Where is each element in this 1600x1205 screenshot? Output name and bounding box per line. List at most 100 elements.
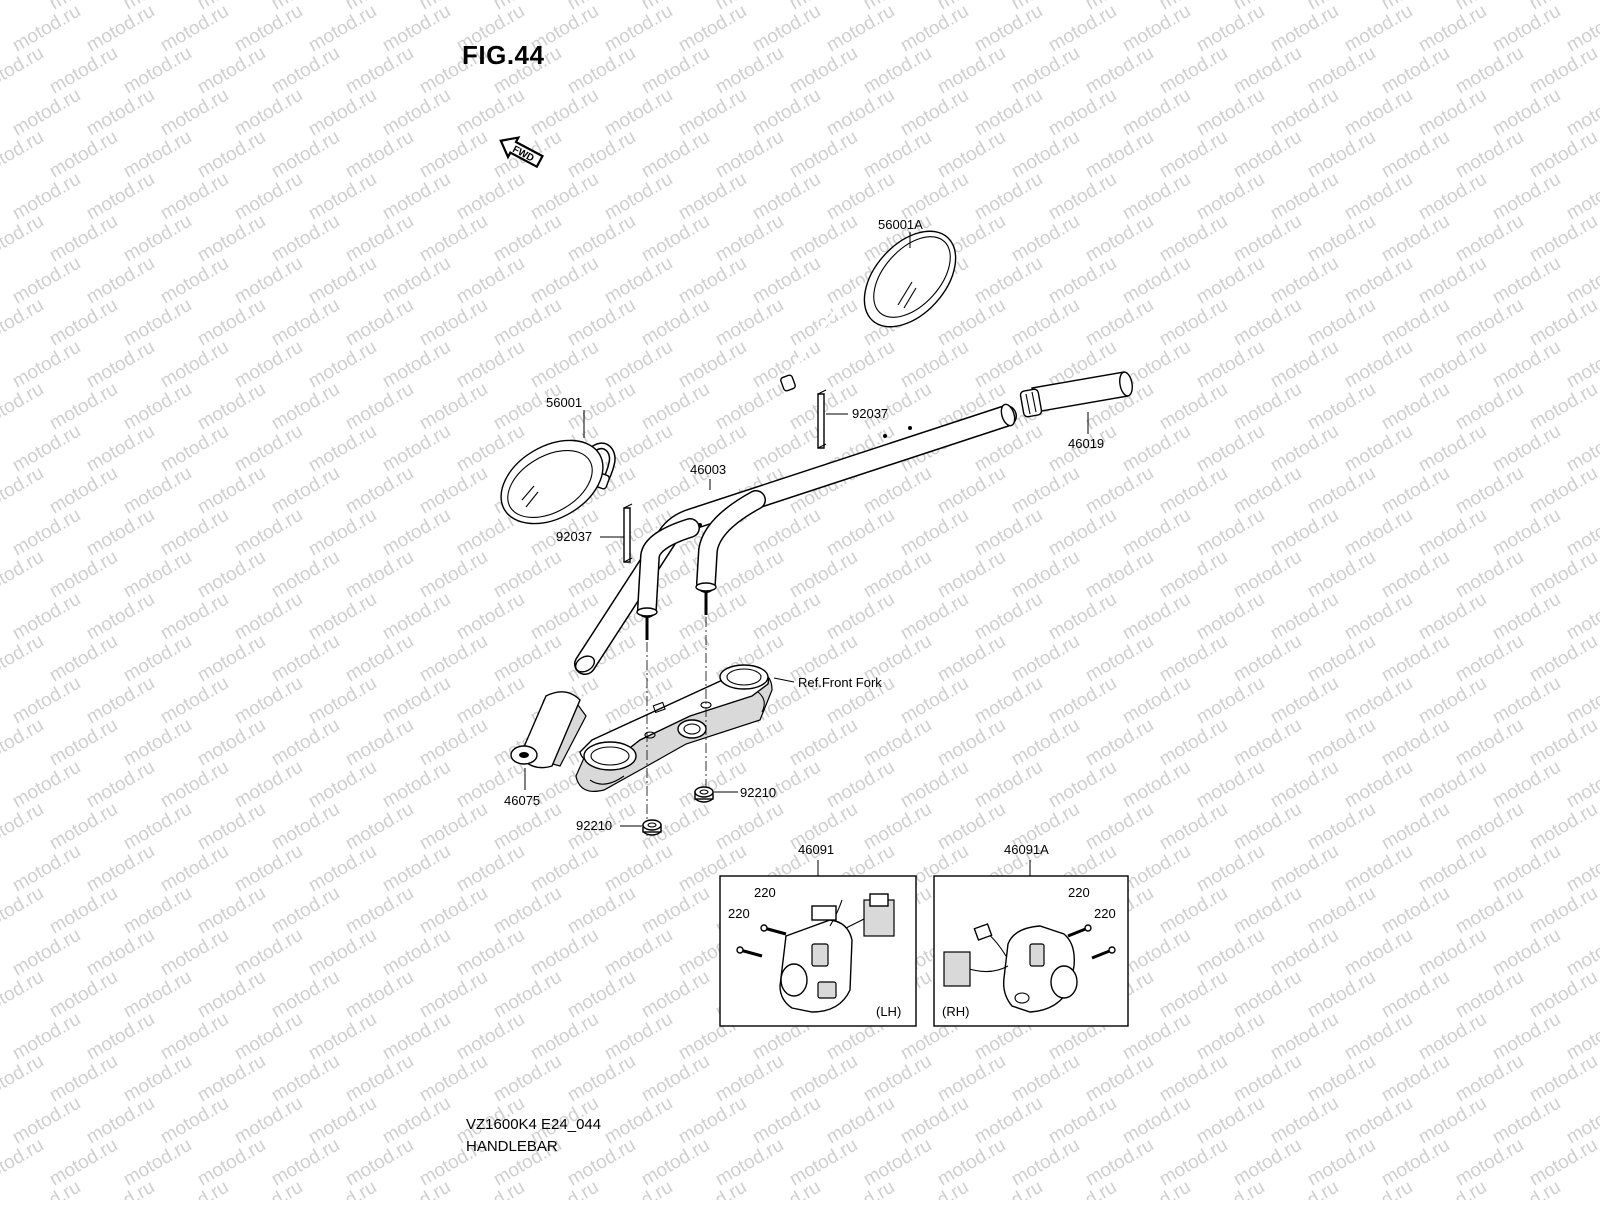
- watermark-text: motod.ru: [786, 127, 861, 183]
- watermark-text: motod.ru: [231, 673, 306, 729]
- watermark-text: motod.ru: [786, 1051, 861, 1107]
- watermark-text: motod.ru: [527, 1177, 602, 1200]
- watermark-text: motod.ru: [194, 1051, 269, 1107]
- watermark-text: motod.ru: [934, 463, 1009, 519]
- watermark-text: motod.ru: [1452, 631, 1527, 687]
- watermark-text: motod.ru: [157, 757, 232, 813]
- watermark-text: motod.ru: [379, 589, 454, 645]
- watermark-text: motod.ru: [83, 925, 158, 981]
- watermark-text: motod.ru: [564, 211, 639, 267]
- watermark-text: motod.ru: [83, 505, 158, 561]
- watermark-text: motod.ru: [1526, 463, 1600, 519]
- watermark-text: motod.ru: [749, 1093, 824, 1149]
- watermark-text: motod.ru: [1119, 421, 1194, 477]
- watermark-text: motod.ru: [897, 757, 972, 813]
- watermark-text: motod.ru: [1415, 673, 1490, 729]
- watermark-text: motod.ru: [1156, 379, 1231, 435]
- watermark-text: motod.ru: [897, 169, 972, 225]
- watermark-text: motod.ru: [527, 253, 602, 309]
- watermark-text: motod.ru: [1230, 1135, 1305, 1191]
- watermark-text: motod.ru: [1489, 1093, 1564, 1149]
- watermark-text: motod.ru: [1378, 967, 1453, 1023]
- watermark-text: motod.ru: [971, 589, 1046, 645]
- watermark-text: motod.ru: [601, 337, 676, 393]
- label-screw-lh-1: 220: [754, 885, 776, 900]
- watermark-text: motod.ru: [1156, 295, 1231, 351]
- watermark-text: motod.ru: [268, 883, 343, 939]
- watermark-text: motod.ru: [1008, 631, 1083, 687]
- watermark-text: motod.ru: [120, 295, 195, 351]
- leader-lines: [524, 232, 1089, 876]
- watermark-text: motod.ru: [46, 379, 121, 435]
- watermark-text: motod.ru: [1415, 1093, 1490, 1149]
- watermark-text: motod.ru: [1341, 1093, 1416, 1149]
- watermark-text: motod.ru: [897, 337, 972, 393]
- watermark-text: motod.ru: [971, 253, 1046, 309]
- watermark-text: motod.ru: [0, 463, 47, 519]
- watermark-text: motod.ru: [1230, 295, 1305, 351]
- watermark-text: motod.ru: [1045, 253, 1120, 309]
- label-grip-right: 46019: [1068, 436, 1104, 451]
- watermark-text: motod.ru: [1008, 1135, 1083, 1191]
- watermark-text: motod.ru: [1008, 715, 1083, 771]
- watermark-text: motod.ru: [971, 505, 1046, 561]
- watermark-text: motod.ru: [1341, 505, 1416, 561]
- watermark-text: motod.ru: [675, 85, 750, 141]
- watermark-text: motod.ru: [305, 169, 380, 225]
- watermark-text: motod.ru: [120, 211, 195, 267]
- watermark-text: motod.ru: [342, 295, 417, 351]
- watermark-text: motod.ru: [9, 925, 84, 981]
- watermark-text: motod.ru: [9, 253, 84, 309]
- watermark-text: motod.ru: [342, 379, 417, 435]
- watermark-text: motod.ru: [527, 1009, 602, 1065]
- watermark-text: motod.ru: [194, 883, 269, 939]
- watermark-text: motod.ru: [379, 1, 454, 57]
- watermark-text: motod.ru: [1267, 757, 1342, 813]
- watermark-text: motod.ru: [305, 925, 380, 981]
- watermark-text: motod.ru: [120, 799, 195, 855]
- watermark-text: motod.ru: [1082, 127, 1157, 183]
- watermark-text: motod.ru: [1267, 253, 1342, 309]
- watermark-text: motod.ru: [1119, 1, 1194, 57]
- watermark-text: motod.ru: [823, 85, 898, 141]
- watermark-text: motod.ru: [1230, 715, 1305, 771]
- watermark-text: motod.ru: [1156, 127, 1231, 183]
- watermark-text: motod.ru: [638, 127, 713, 183]
- watermark-text: motod.ru: [1378, 715, 1453, 771]
- watermark-text: motod.ru: [860, 1051, 935, 1107]
- watermark-text: motod.ru: [1452, 43, 1527, 99]
- watermark-text: motod.ru: [46, 799, 121, 855]
- watermark-text: motod.ru: [1304, 43, 1379, 99]
- watermark-text: motod.ru: [231, 841, 306, 897]
- watermark-text: motod.ru: [1341, 337, 1416, 393]
- watermark-text: motod.ru: [712, 799, 787, 855]
- watermark-text: motod.ru: [1341, 169, 1416, 225]
- watermark-text: motod.ru: [601, 1009, 676, 1065]
- watermark-text: motod.ru: [1045, 1177, 1120, 1200]
- watermark-text: motod.ru: [1378, 631, 1453, 687]
- watermark-text: motod.ru: [120, 1135, 195, 1191]
- watermark-text: motod.ru: [305, 1009, 380, 1065]
- watermark-text: motod.ru: [1452, 883, 1527, 939]
- watermark-text: motod.ru: [342, 799, 417, 855]
- watermark-text: motod.ru: [379, 1009, 454, 1065]
- switch-right-box: [933, 875, 1129, 1027]
- grip-right-drawing: [1019, 371, 1133, 418]
- watermark-text: motod.ru: [934, 295, 1009, 351]
- watermark-text: motod.ru: [749, 85, 824, 141]
- watermark-text: motod.ru: [83, 253, 158, 309]
- watermark-text: motod.ru: [1267, 673, 1342, 729]
- watermark-text: motod.ru: [1415, 925, 1490, 981]
- watermark-text: motod.ru: [305, 505, 380, 561]
- watermark-text: motod.ru: [897, 85, 972, 141]
- watermark-text: motod.ru: [675, 1177, 750, 1200]
- watermark-text: motod.ru: [1230, 379, 1305, 435]
- watermark-text: motod.ru: [231, 925, 306, 981]
- watermark-text: motod.ru: [1341, 253, 1416, 309]
- watermark-text: motod.ru: [1341, 1177, 1416, 1200]
- watermark-text: motod.ru: [638, 1135, 713, 1191]
- watermark-text: motod.ru: [9, 757, 84, 813]
- watermark-text: motod.ru: [1341, 1009, 1416, 1065]
- watermark-text: motod.ru: [305, 337, 380, 393]
